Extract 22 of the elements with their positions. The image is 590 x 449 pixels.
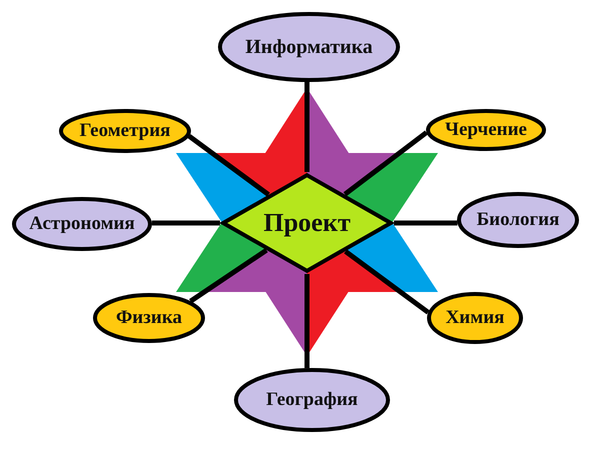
subject-label: Химия — [446, 308, 504, 328]
subject-ellipse — [426, 109, 546, 151]
subject-label: Черчение — [445, 120, 527, 140]
subject-ellipse — [427, 292, 523, 344]
subject-ellipse — [59, 109, 191, 153]
subject-label: Геометрия — [80, 120, 170, 142]
subject-label: География — [266, 390, 358, 410]
subject-ellipse — [234, 368, 390, 432]
subject-ellipse — [218, 12, 400, 82]
project-label: Проект — [264, 208, 350, 238]
subject-label: Физика — [116, 308, 182, 328]
connector-line — [343, 130, 428, 196]
connector-line — [189, 248, 268, 304]
subject-ellipse — [93, 293, 205, 343]
subject-label: Биология — [476, 210, 560, 230]
subject-label: Астрономия — [29, 214, 135, 234]
connector-line — [152, 220, 220, 226]
subject-label: Информатика — [245, 36, 373, 58]
connector-line — [394, 220, 458, 226]
subject-ellipse — [457, 192, 579, 248]
project-diamond — [220, 172, 394, 274]
subject-ellipse — [12, 197, 152, 251]
